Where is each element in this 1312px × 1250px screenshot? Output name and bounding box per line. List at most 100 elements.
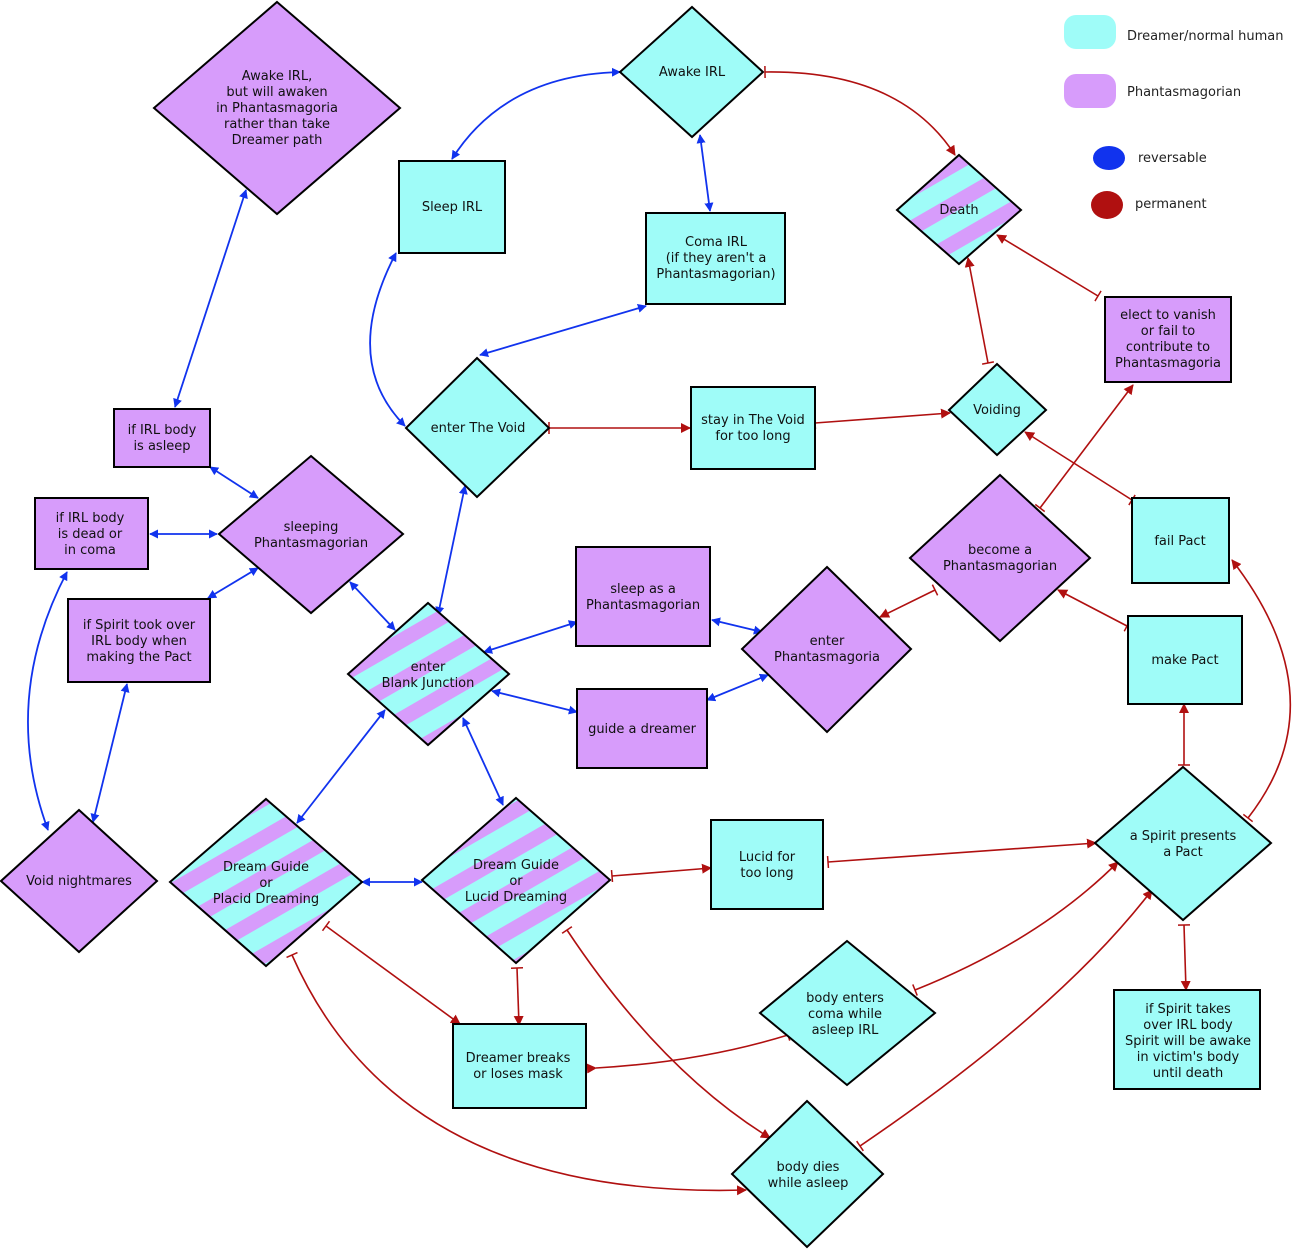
edge-awake-sleep: [451, 67, 621, 160]
label-line: in victim's body: [1137, 1050, 1240, 1065]
edge-coma-presents: [912, 861, 1119, 996]
legend-permanent-swatch: [1091, 191, 1123, 219]
node-body-dies-asleep: [730, 1099, 885, 1249]
label-line: too long: [740, 866, 793, 881]
edge-lucid-breaks: [510, 967, 524, 1026]
edge-awakephant-asleep: [173, 189, 248, 408]
label-line: is asleep: [133, 439, 190, 454]
label-guide-dreamer: guide a dreamer: [588, 722, 697, 737]
label-line: but will awaken: [226, 85, 327, 100]
edge-placid-bodydies: [286, 951, 747, 1196]
edge-junction-guide: [491, 688, 578, 715]
label-line: in Phantasmagoria: [216, 101, 338, 116]
node-make-pact: [1127, 615, 1243, 705]
label-make-pact: make Pact: [1151, 653, 1218, 668]
edge-junction-lucid: [462, 717, 504, 806]
node-enter-void: [404, 356, 551, 499]
label-line: Lucid for: [739, 850, 796, 865]
edge-coma-void: [479, 303, 647, 358]
label-line: contribute to: [1126, 340, 1210, 355]
label-line: enter The Void: [431, 421, 526, 436]
legend-reversable-swatch: [1093, 146, 1125, 170]
label-line: Phantasmagorian: [943, 559, 1057, 574]
label-awake-irl: Awake IRL: [659, 65, 726, 80]
label-line: Lucid Dreaming: [465, 890, 567, 905]
edge-presents-spirittakes: [1177, 924, 1191, 991]
label-line: enter: [411, 660, 446, 675]
node-sleeping-phantasmagorian: [217, 454, 405, 615]
edge-junction-placid: [296, 709, 386, 824]
node-irl-body-dead: [34, 497, 149, 570]
node-lucid-too-long: [710, 819, 824, 910]
label-line: Phantasmagorian): [656, 267, 775, 282]
label-line: Dreamer breaks: [466, 1051, 571, 1066]
label-line: if IRL body: [128, 423, 197, 438]
node-body-coma-asleep: [758, 939, 937, 1087]
label-line: Dreamer path: [232, 133, 323, 148]
label-line: Placid Dreaming: [213, 892, 319, 907]
nodes: [0, 0, 1273, 1249]
legend-phantasmagorian-label: Phantasmagorian: [1127, 85, 1241, 100]
label-enter-void: enter The Void: [431, 421, 526, 436]
legend-reversable-label: reversable: [1138, 151, 1207, 166]
edge-makepact-become: [1057, 589, 1131, 632]
node-spirit-presents-pact: [1093, 765, 1273, 922]
node-dreamer-breaks: [452, 1023, 587, 1109]
label-line: sleeping: [284, 520, 339, 535]
legend-dreamer-swatch: [1064, 15, 1116, 49]
label-line: or: [509, 874, 523, 889]
edge-junction-sleepphant: [483, 620, 578, 654]
label-line: IRL body when: [91, 634, 187, 649]
label-line: sleep as a: [610, 582, 676, 597]
node-void-nightmares: [0, 808, 159, 954]
edge-asleep-sleepingphant: [209, 466, 259, 499]
label-line: a Spirit presents: [1130, 829, 1237, 844]
legend-dreamer-label: Dreamer/normal human: [1127, 29, 1283, 44]
edge-dead-nightmares: [27, 571, 68, 831]
node-enter-phantasmagoria: [740, 565, 913, 734]
label-line: Phantasmagoria: [1115, 356, 1221, 371]
node-awake-irl-phantasmagoria: [152, 0, 402, 216]
edge-stay-voiding: [813, 408, 951, 430]
label-line: guide a dreamer: [588, 722, 697, 737]
label-line: rather than take: [224, 117, 330, 132]
label-line: Blank Junction: [382, 676, 475, 691]
label-fail-pact: fail Pact: [1154, 534, 1205, 549]
label-line: Sleep IRL: [422, 200, 483, 215]
label-line: stay in The Void: [701, 413, 805, 428]
node-dream-guide-lucid: [420, 796, 612, 965]
label-line: is dead or: [58, 527, 123, 542]
label-line: if IRL body: [56, 511, 125, 526]
legend: Dreamer/normal human Phantasmagorian rev…: [1064, 15, 1283, 219]
edge-awake-coma: [696, 134, 714, 212]
label-line: over IRL body: [1143, 1018, 1233, 1033]
label-line: or loses mask: [473, 1067, 563, 1082]
label-line: or: [259, 876, 273, 891]
label-line: Dream Guide: [473, 858, 559, 873]
edge-bodydies-presents: [856, 889, 1153, 1152]
label-line: or fail to: [1141, 324, 1195, 339]
label-line: in coma: [64, 543, 116, 558]
label-void-nightmares: Void nightmares: [26, 874, 132, 889]
edge-lucidtoolong-presents: [826, 838, 1097, 869]
label-line: elect to vanish: [1120, 308, 1216, 323]
node-spirit-takes-over: [1113, 989, 1261, 1090]
label-line: Voiding: [973, 403, 1021, 418]
node-spirit-took-over: [67, 598, 211, 683]
edge-sleepphant-enterphant: [711, 617, 763, 635]
